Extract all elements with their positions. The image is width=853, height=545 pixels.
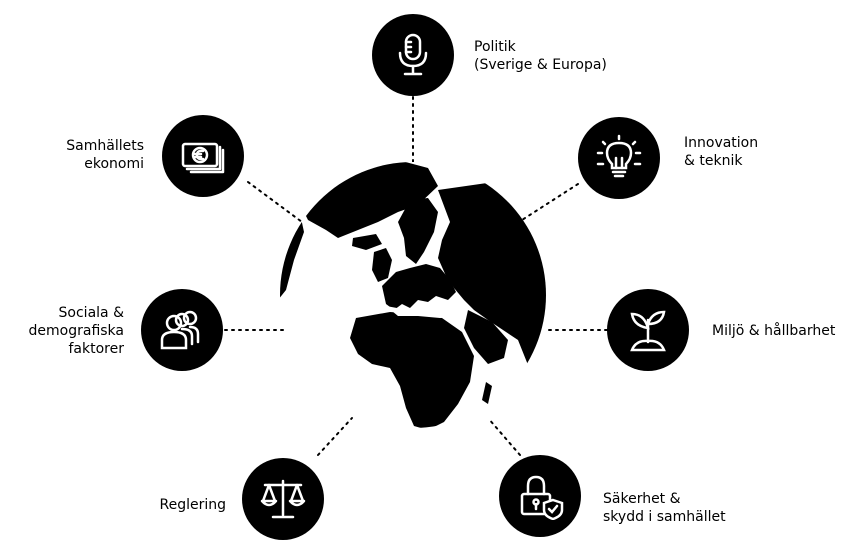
label-innovation: Innovation & teknik bbox=[684, 135, 759, 169]
globe-icon bbox=[280, 162, 546, 428]
label-politik: Politik (Sverige & Europa) bbox=[474, 39, 607, 73]
node-ekonomi bbox=[162, 115, 244, 197]
microphone-icon bbox=[398, 33, 428, 76]
people-group-icon bbox=[160, 310, 200, 350]
padlock-shield-icon bbox=[520, 475, 564, 520]
connector-sakerhet bbox=[487, 417, 521, 456]
plant-sprout-icon bbox=[630, 310, 666, 352]
scales-icon bbox=[260, 479, 306, 519]
euro-banknotes-icon bbox=[181, 142, 225, 174]
label-reglering: Reglering bbox=[159, 497, 226, 513]
label-miljo: Miljö & hållbarhet bbox=[712, 323, 836, 339]
label-sakerhet: Säkerhet & skydd i samhället bbox=[603, 491, 726, 525]
node-politik bbox=[372, 14, 454, 96]
node-sakerhet bbox=[499, 455, 581, 537]
label-sociala: Sociala & demografiska faktorer bbox=[28, 305, 124, 357]
connector-reglering bbox=[317, 417, 353, 456]
node-innovation bbox=[578, 117, 660, 199]
node-sociala bbox=[141, 289, 223, 371]
connector-innovation bbox=[521, 183, 579, 221]
connector-ekonomi bbox=[247, 181, 303, 223]
label-ekonomi: Samhällets ekonomi bbox=[66, 138, 144, 172]
lightbulb-icon bbox=[596, 134, 642, 178]
node-reglering bbox=[242, 458, 324, 540]
node-miljo bbox=[607, 289, 689, 371]
